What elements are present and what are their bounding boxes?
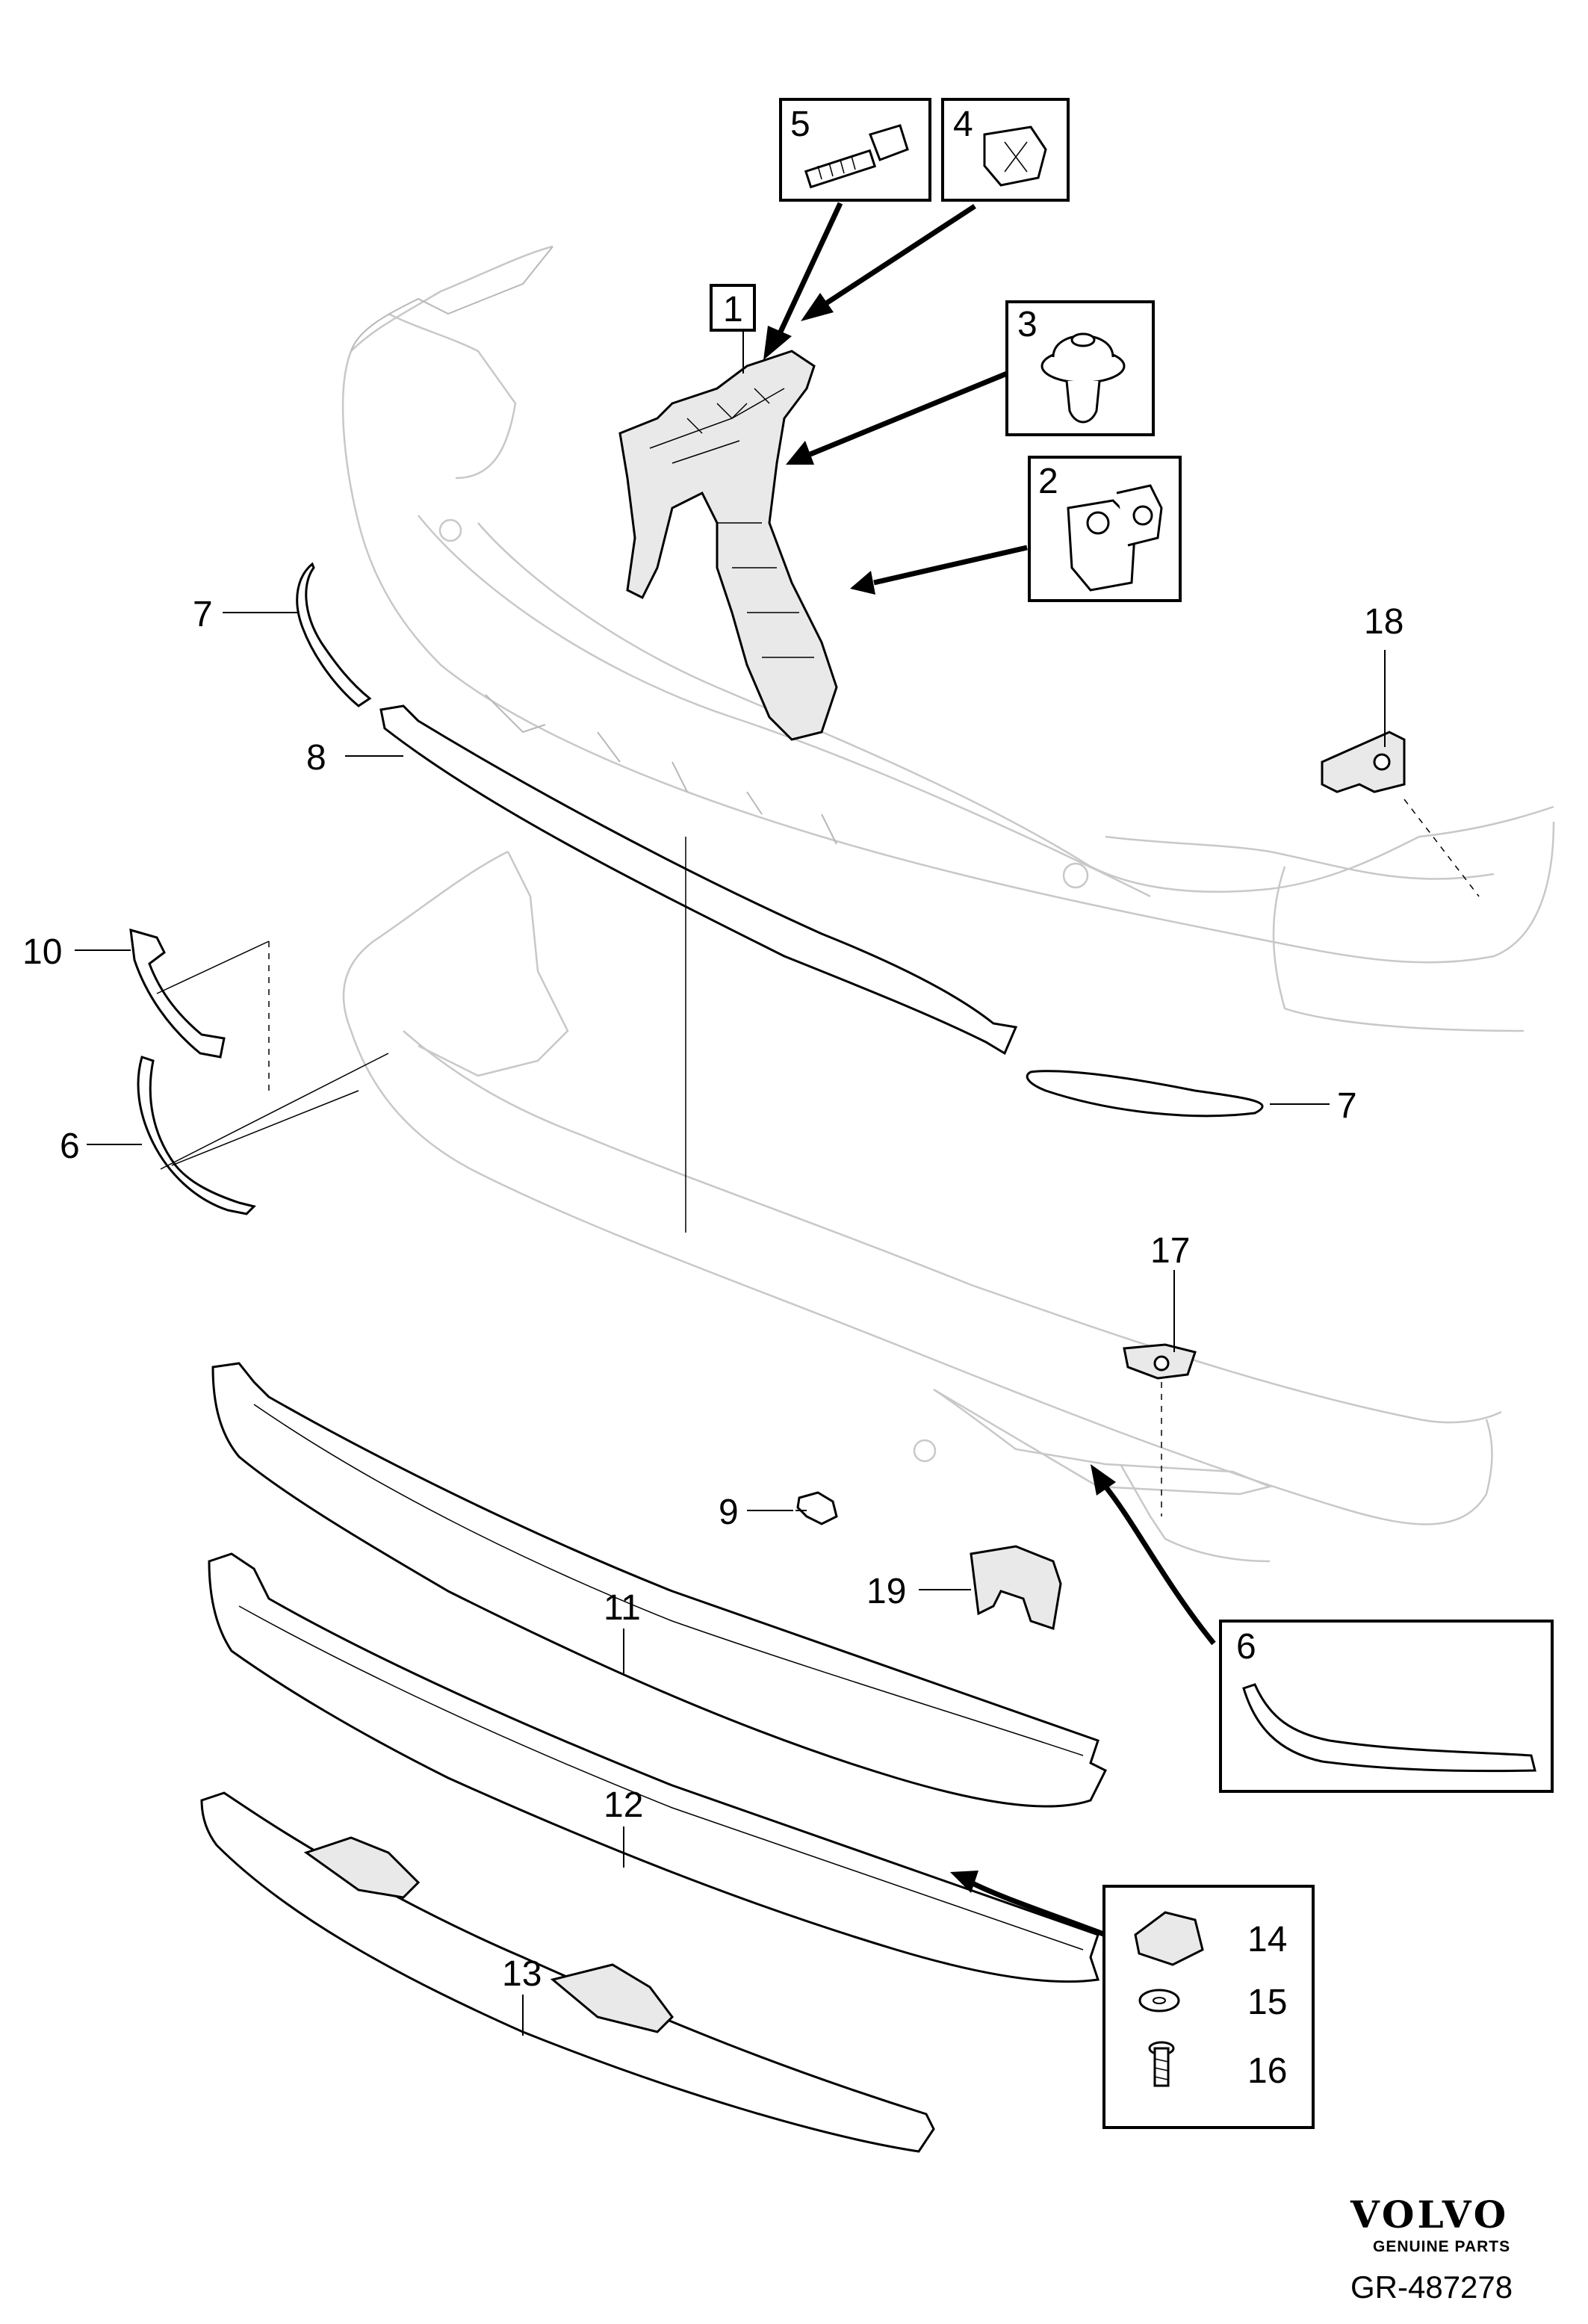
callout-14: 14 xyxy=(1247,1920,1287,1959)
sensor-holder-icon xyxy=(1067,484,1163,592)
trim-10-part xyxy=(129,928,226,1059)
callout-1-box xyxy=(710,284,756,332)
bracket-19-part xyxy=(970,1545,1062,1630)
callout-9: 9 xyxy=(719,1493,739,1532)
molding-right-part xyxy=(1026,1070,1264,1118)
trim-6-left-part xyxy=(137,1056,256,1215)
screw-icon xyxy=(1148,2041,1175,2087)
detail-box-4 xyxy=(941,98,1070,202)
detail-box-6 xyxy=(1219,1620,1554,1793)
callout-13: 13 xyxy=(502,1954,542,1994)
detail-box-2 xyxy=(1028,456,1182,602)
trim-6-detail-icon xyxy=(1242,1683,1536,1773)
callout-7-right: 7 xyxy=(1337,1086,1357,1126)
arrows xyxy=(763,202,1216,1938)
mounting-bracket-part xyxy=(618,350,838,741)
callout-6-box: 6 xyxy=(1236,1627,1256,1667)
clip-17-part xyxy=(1123,1343,1197,1380)
side-bracket-part xyxy=(1321,731,1406,793)
lower-bumper-outline xyxy=(342,850,1502,1563)
document-id: GR-487278 xyxy=(1350,2269,1513,2305)
callout-7-left: 7 xyxy=(193,595,213,634)
callout-6-left: 6 xyxy=(60,1127,80,1166)
callout-8: 8 xyxy=(306,738,326,778)
leader-lines xyxy=(75,329,1480,2070)
callout-19: 19 xyxy=(866,1572,906,1611)
brand-tagline: GENUINE PARTS xyxy=(1373,2238,1510,2255)
detail-box-3 xyxy=(1005,300,1155,436)
callout-16: 16 xyxy=(1247,2051,1287,2091)
callout-4: 4 xyxy=(953,105,973,144)
diffuser-11-part xyxy=(211,1362,1108,1808)
callout-11: 11 xyxy=(604,1588,641,1628)
callout-10: 10 xyxy=(22,932,62,972)
diffuser-12-part xyxy=(208,1552,1099,1983)
reinforcement-strip-part xyxy=(379,704,1018,1056)
clip-nut-icon xyxy=(1134,1911,1204,1966)
callout-3: 3 xyxy=(1017,305,1038,344)
brand-logo: VOLVO xyxy=(1350,2193,1509,2237)
callout-15: 15 xyxy=(1247,1983,1287,2022)
cap-9-part xyxy=(796,1491,838,1525)
detail-box-5 xyxy=(779,98,931,202)
molding-left-part xyxy=(296,562,372,707)
underpanel-13-part xyxy=(200,1791,935,2153)
callout-1: 1 xyxy=(723,290,743,329)
callout-18: 18 xyxy=(1364,602,1404,642)
push-clip-icon xyxy=(1040,332,1126,424)
callout-2: 2 xyxy=(1038,462,1058,501)
callout-5: 5 xyxy=(790,105,810,144)
callout-17: 17 xyxy=(1150,1231,1190,1271)
bumper-cover-outline xyxy=(341,245,1555,1032)
callout-12: 12 xyxy=(604,1785,643,1825)
detail-box-14-16 xyxy=(1102,1885,1315,2129)
bolt-icon xyxy=(804,124,909,189)
